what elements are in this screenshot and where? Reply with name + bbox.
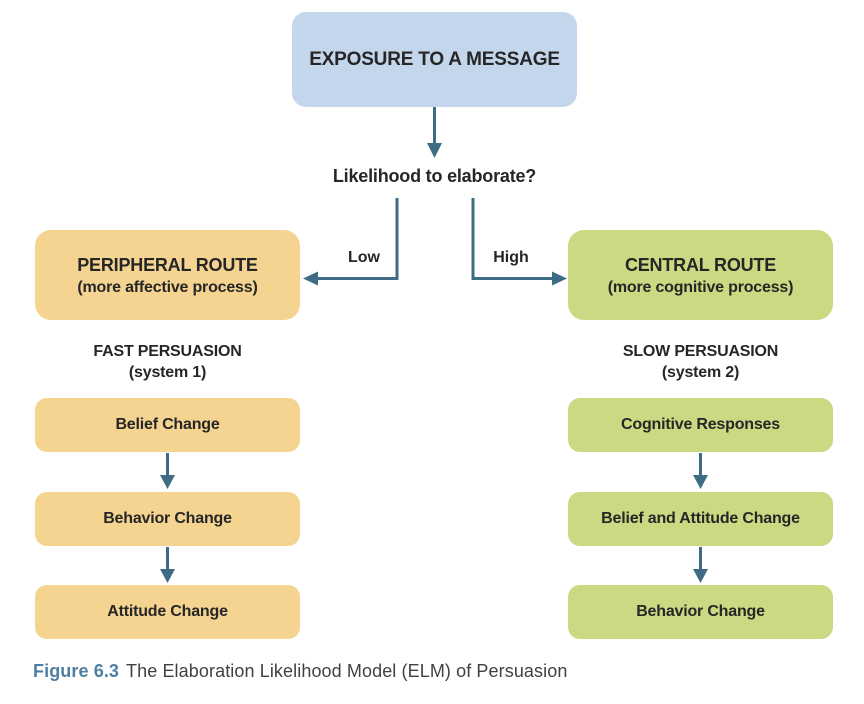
step-label: Attitude Change xyxy=(107,603,228,620)
fast-persuasion-line2: (system 1) xyxy=(128,364,207,381)
figure-caption-text: The Elaboration Likelihood Model (ELM) o… xyxy=(126,661,568,681)
high-branch-arrow-icon xyxy=(471,198,567,286)
step-label: Cognitive Responses xyxy=(621,416,780,433)
branch-label-low: Low xyxy=(348,249,380,266)
down-arrow-icon xyxy=(693,453,708,489)
down-arrow-icon xyxy=(427,107,442,158)
peripheral-route-title: PERIPHERAL ROUTE xyxy=(77,255,258,275)
step-belief-and-attitude-change: Belief and Attitude Change xyxy=(568,492,833,546)
step-cognitive-responses: Cognitive Responses xyxy=(568,398,833,452)
peripheral-route-subtitle: (more affective process) xyxy=(77,279,258,296)
central-route-title: CENTRAL ROUTE xyxy=(624,255,777,275)
down-arrow-icon xyxy=(160,453,175,489)
step-attitude-change: Attitude Change xyxy=(35,585,300,639)
branch-label-high: High xyxy=(493,249,529,266)
step-label: Behavior Change xyxy=(636,603,765,620)
slow-persuasion-label: SLOW PERSUASION (system 2) xyxy=(568,341,833,383)
fast-persuasion-label: FAST PERSUASION (system 1) xyxy=(35,341,300,383)
step-belief-change: Belief Change xyxy=(35,398,300,452)
figure-caption: Figure 6.3 The Elaboration Likelihood Mod… xyxy=(33,661,567,682)
peripheral-route-box: PERIPHERAL ROUTE (more affective process… xyxy=(35,230,300,320)
step-label: Belief Change xyxy=(115,416,220,433)
step-label: Belief and Attitude Change xyxy=(601,510,800,527)
fast-persuasion-line1: FAST PERSUASION xyxy=(93,343,242,360)
step-label: Behavior Change xyxy=(103,510,232,527)
down-arrow-icon xyxy=(693,547,708,583)
decision-label: Likelihood to elaborate? xyxy=(332,166,537,186)
slow-persuasion-line1: SLOW PERSUASION xyxy=(622,343,779,360)
central-route-subtitle: (more cognitive process) xyxy=(607,279,794,296)
exposure-box-label: EXPOSURE TO A MESSAGE xyxy=(309,48,560,70)
low-branch-arrow-icon xyxy=(303,198,399,286)
step-behavior-change-right: Behavior Change xyxy=(568,585,833,639)
central-route-box: CENTRAL ROUTE (more cognitive process) xyxy=(568,230,833,320)
slow-persuasion-line2: (system 2) xyxy=(661,364,740,381)
figure-caption-number: Figure 6.3 xyxy=(33,661,120,681)
step-behavior-change: Behavior Change xyxy=(35,492,300,546)
exposure-box: EXPOSURE TO A MESSAGE xyxy=(292,12,577,107)
down-arrow-icon xyxy=(160,547,175,583)
